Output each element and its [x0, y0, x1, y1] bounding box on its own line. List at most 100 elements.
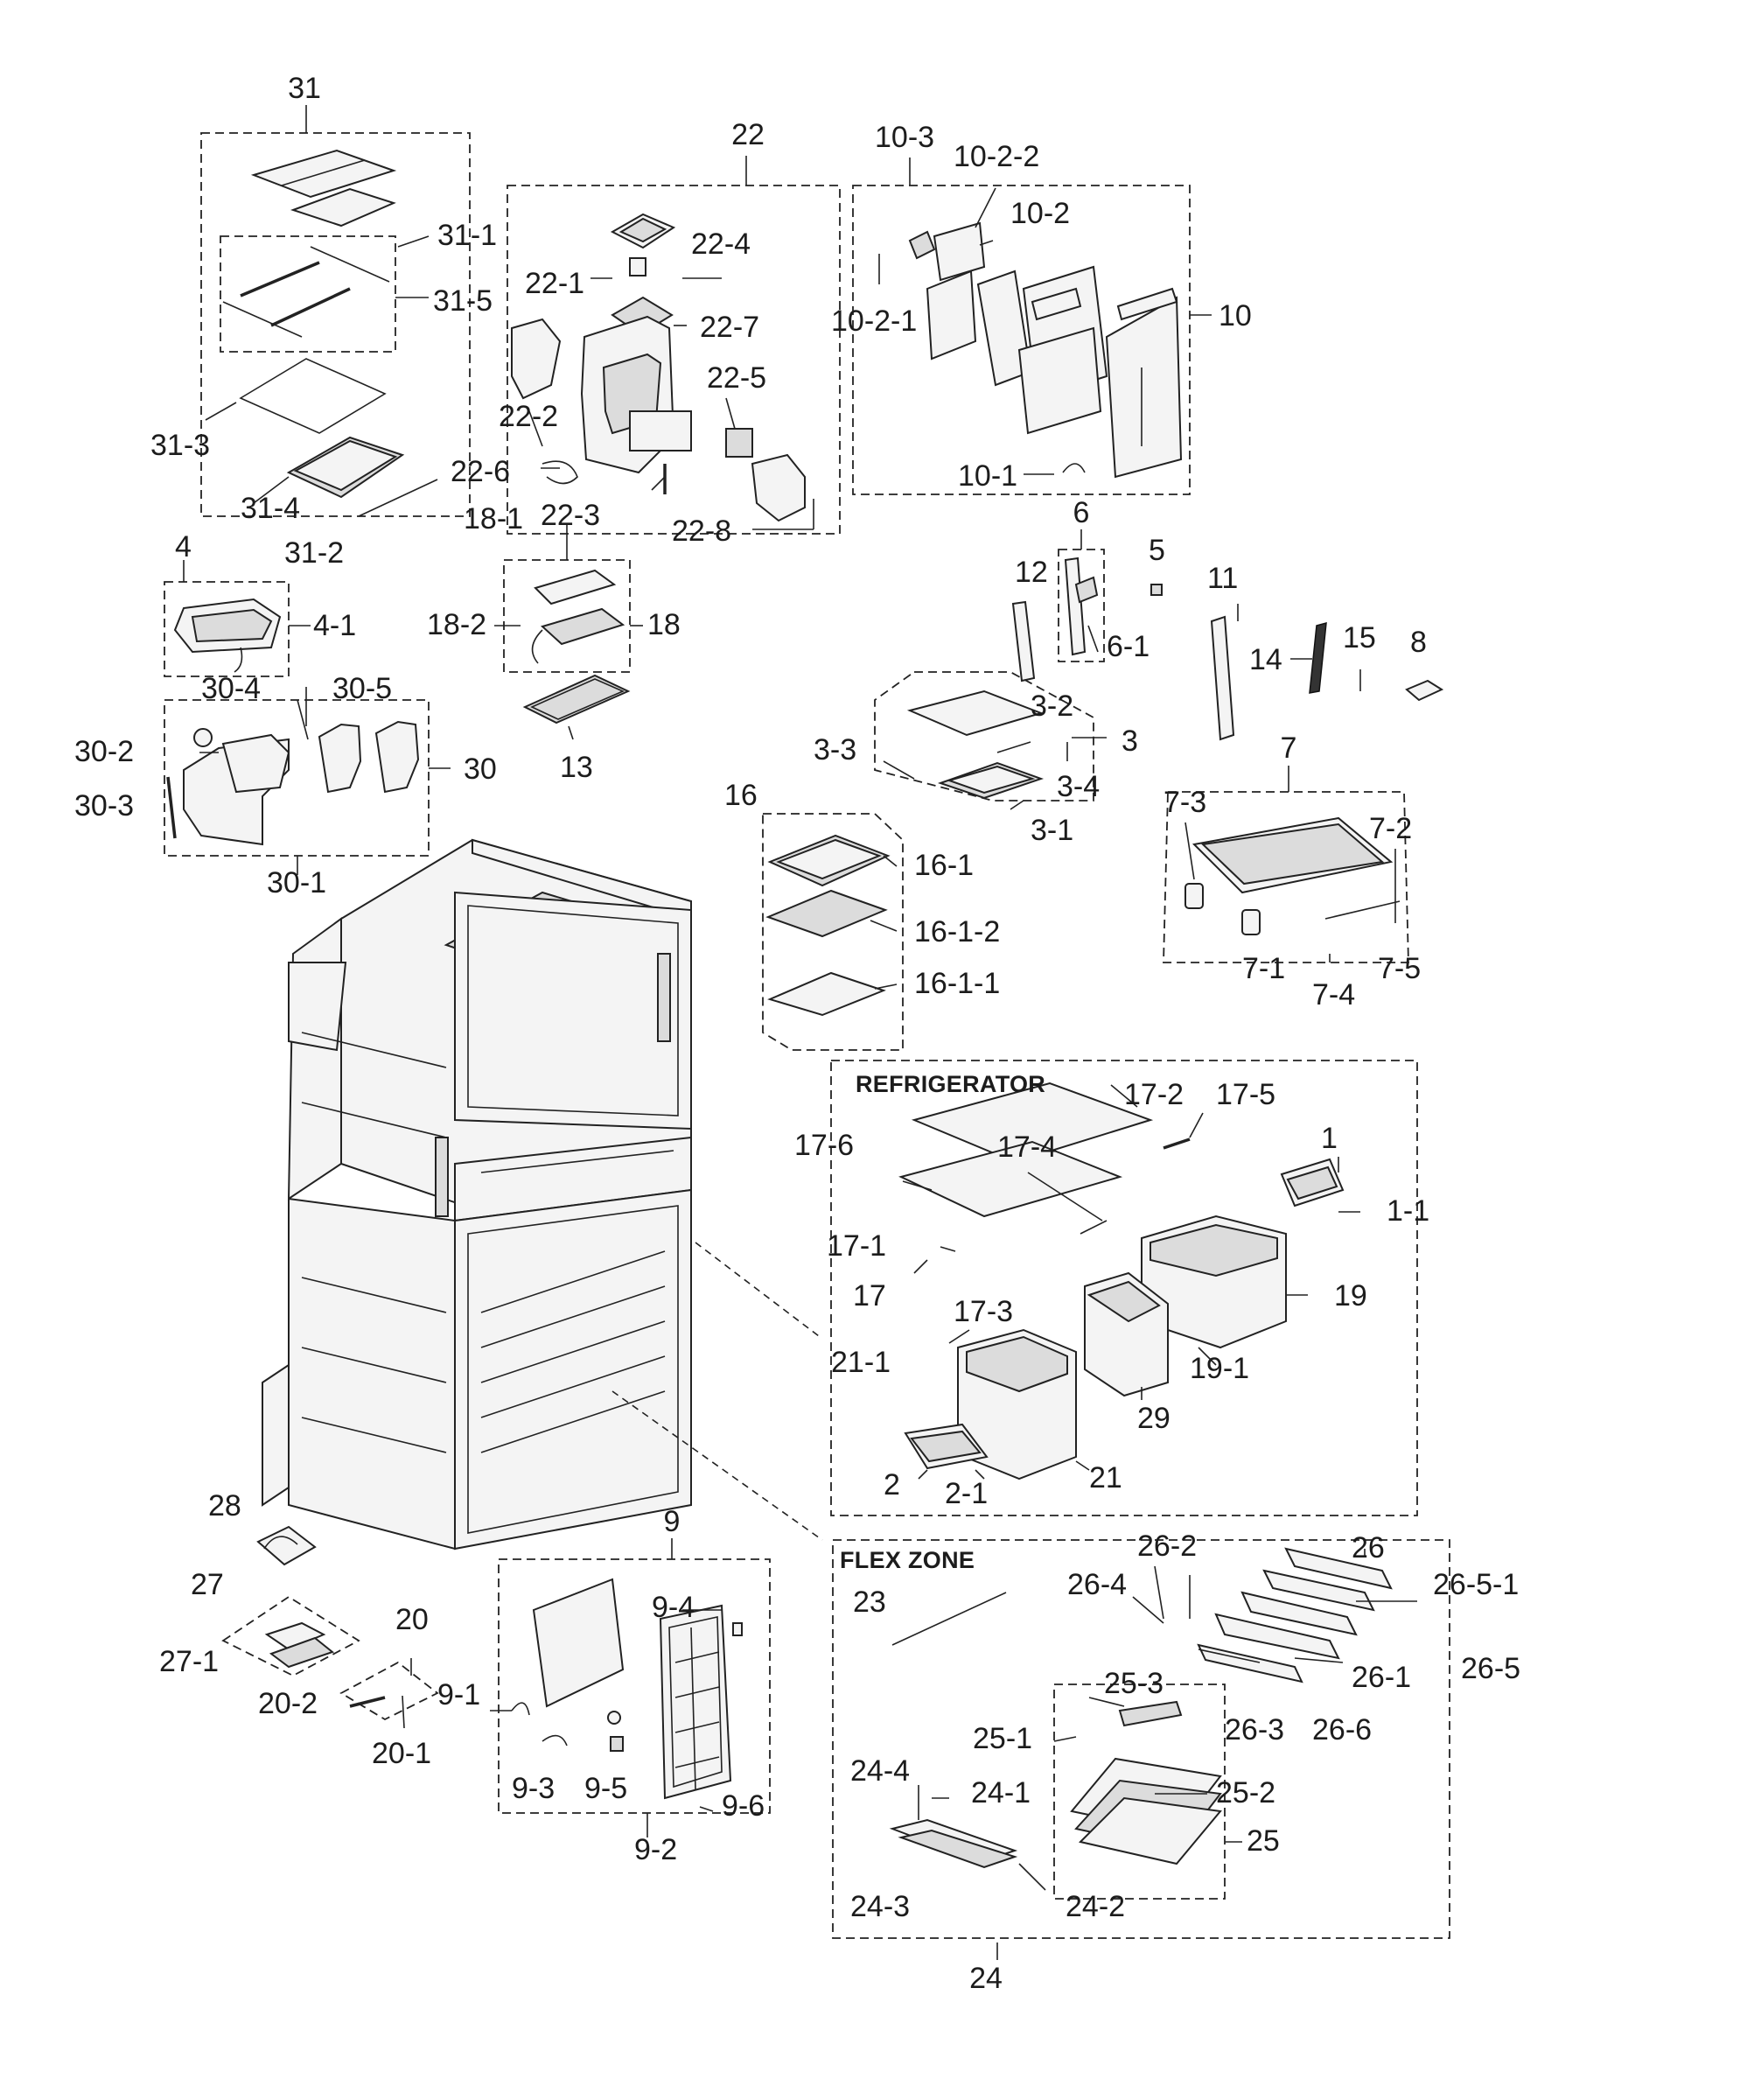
box-31 — [200, 132, 471, 517]
callout-26-5-1: 26-5-1 — [1433, 1568, 1519, 1601]
callout-2-1: 2-1 — [945, 1477, 988, 1510]
callout-3: 3 — [1122, 724, 1138, 758]
callout-4-1: 4-1 — [313, 609, 356, 642]
callout-20-1: 20-1 — [372, 1737, 431, 1770]
callout-30: 30 — [464, 752, 497, 786]
callout-28: 28 — [208, 1489, 241, 1522]
callout-25-2: 25-2 — [1216, 1776, 1275, 1810]
callout-2: 2 — [884, 1468, 900, 1502]
callout-22-4: 22-4 — [691, 228, 751, 261]
callout-22-1: 22-1 — [525, 267, 584, 300]
callout-3-2: 3-2 — [1031, 690, 1073, 723]
callout-24-1: 24-1 — [971, 1776, 1031, 1810]
callout-9-2: 9-2 — [634, 1833, 677, 1866]
callout-27-1: 27-1 — [159, 1645, 219, 1678]
callout-31-2: 31-2 — [284, 536, 344, 570]
box-20 — [339, 1661, 439, 1721]
callout-7-1: 7-1 — [1242, 952, 1285, 985]
callout-16-1-1: 16-1-1 — [914, 967, 1000, 1000]
callout-7-5: 7-5 — [1378, 952, 1421, 985]
callout-11: 11 — [1207, 562, 1238, 595]
callout-16-1: 16-1 — [914, 849, 974, 882]
callout-7-2: 7-2 — [1369, 812, 1412, 845]
callout-3-4: 3-4 — [1057, 770, 1100, 803]
callout-16: 16 — [724, 779, 758, 812]
callout-22-5: 22-5 — [707, 361, 766, 395]
box-10 — [852, 185, 1191, 495]
box-25 — [1053, 1684, 1226, 1900]
callout-22-8: 22-8 — [672, 514, 731, 548]
callout-27: 27 — [191, 1568, 224, 1601]
callout-31-3: 31-3 — [150, 429, 210, 462]
callout-24-4: 24-4 — [850, 1754, 910, 1788]
callout-13: 13 — [560, 751, 593, 784]
callout-9-4: 9-4 — [652, 1591, 695, 1624]
callout-18-2: 18-2 — [427, 608, 486, 641]
callout-22-6: 22-6 — [451, 455, 510, 488]
callout-7-3: 7-3 — [1163, 786, 1206, 819]
callout-31-4: 31-4 — [241, 492, 300, 525]
callout-4: 4 — [175, 530, 192, 564]
callout-31: 31 — [288, 72, 321, 105]
box-27 — [221, 1595, 360, 1677]
callout-19: 19 — [1334, 1279, 1367, 1312]
callout-26-3: 26-3 — [1225, 1713, 1284, 1746]
callout-26-6: 26-6 — [1312, 1713, 1372, 1746]
callout-3-3: 3-3 — [814, 733, 856, 766]
callout-10-2: 10-2 — [1010, 197, 1070, 230]
callout-18: 18 — [647, 608, 681, 641]
box-9 — [498, 1558, 771, 1814]
section-title-refrigerator: REFRIGERATOR — [856, 1071, 1045, 1097]
callout-21-1: 21-1 — [831, 1346, 891, 1379]
callout-30-1: 30-1 — [267, 866, 326, 900]
callout-25-1: 25-1 — [973, 1722, 1032, 1755]
leader-lines — [183, 105, 1417, 1960]
callout-31-1: 31-1 — [437, 219, 497, 252]
callout-25: 25 — [1247, 1824, 1280, 1858]
section-title-flex-zone: FLEX ZONE — [840, 1547, 975, 1573]
callout-10: 10 — [1219, 299, 1252, 332]
box-30 — [164, 699, 430, 857]
callout-20: 20 — [395, 1603, 429, 1636]
callout-26-4: 26-4 — [1067, 1568, 1127, 1601]
callout-30-2: 30-2 — [74, 735, 134, 768]
callout-1-1: 1-1 — [1387, 1194, 1429, 1228]
callout-26: 26 — [1352, 1531, 1385, 1564]
callout-9-6: 9-6 — [722, 1789, 765, 1823]
callout-30-5: 30-5 — [332, 672, 392, 705]
callout-9-5: 9-5 — [584, 1772, 627, 1805]
callout-29: 29 — [1137, 1402, 1170, 1435]
box-4 — [164, 581, 290, 677]
callout-17-5: 17-5 — [1216, 1078, 1275, 1111]
callout-30-4: 30-4 — [201, 672, 261, 705]
callout-26-1: 26-1 — [1352, 1661, 1411, 1694]
callout-22-2: 22-2 — [499, 400, 558, 433]
callout-23: 23 — [853, 1586, 886, 1619]
callout-10-1: 10-1 — [958, 459, 1017, 493]
part-labels: 31 31-1 31-5 31-3 31-4 31-2 22 22-4 22-1… — [74, 72, 1520, 1995]
callout-7-4: 7-4 — [1312, 978, 1355, 1012]
callout-17-1: 17-1 — [827, 1229, 886, 1263]
callout-16-1-2: 16-1-2 — [914, 915, 1000, 948]
callout-10-3: 10-3 — [875, 121, 934, 154]
callout-15: 15 — [1343, 621, 1376, 654]
box-16 — [762, 813, 904, 1051]
callout-24-3: 24-3 — [850, 1890, 910, 1923]
callout-26-2: 26-2 — [1137, 1530, 1197, 1563]
callout-7: 7 — [1281, 732, 1297, 765]
callout-17-6: 17-6 — [794, 1129, 854, 1162]
callout-9: 9 — [664, 1505, 681, 1538]
callout-24-2: 24-2 — [1066, 1890, 1125, 1923]
callout-6-1: 6-1 — [1107, 630, 1150, 663]
callout-9-3: 9-3 — [512, 1772, 555, 1805]
callout-17-2: 17-2 — [1124, 1078, 1184, 1111]
callout-5: 5 — [1149, 534, 1165, 567]
callout-24: 24 — [969, 1962, 1003, 1995]
callout-3-1: 3-1 — [1031, 814, 1073, 847]
callout-8: 8 — [1410, 626, 1427, 659]
callout-18-1: 18-1 — [464, 502, 523, 536]
callout-25-3: 25-3 — [1104, 1667, 1163, 1700]
box-refrigerator — [830, 1060, 1418, 1516]
callout-14: 14 — [1249, 643, 1282, 676]
